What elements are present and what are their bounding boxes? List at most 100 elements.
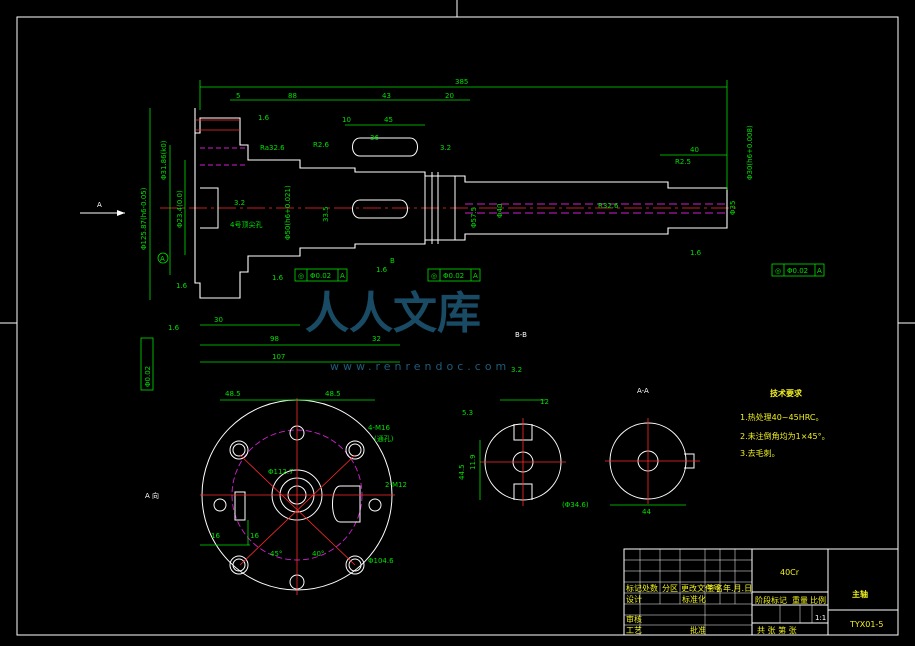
tb-label-date: 年.月.日 (723, 583, 752, 593)
tb-label-count: 处数 (642, 583, 658, 593)
a-pcd: Φ112.7 (268, 468, 294, 476)
svg-text:Φ0.02: Φ0.02 (144, 366, 152, 387)
tb-label-weight: 重量 (792, 595, 808, 605)
roughness-6: 3.2 (440, 144, 451, 152)
aa-title: A-A (637, 387, 649, 395)
tolerance-frame-2: ◎ Φ0.02 A (427, 268, 481, 282)
roughness-3: 1.6 (272, 274, 284, 282)
dia-right-small: Φ35 (729, 201, 737, 215)
main-view (80, 80, 740, 363)
tb-label-stage: 阶段标记 (755, 595, 787, 605)
svg-text:A: A (473, 272, 478, 280)
tb-sheet: 共 张 第 张 (757, 625, 797, 635)
radius-r29: R32.6 (598, 202, 619, 210)
bb-dim-width: 12 (540, 398, 549, 406)
svg-text:Φ0.02: Φ0.02 (787, 267, 808, 275)
tb-scale: 1:1 (815, 614, 826, 622)
tb-material: 40Cr (780, 568, 800, 577)
bb-dim-depth: 11.9 (469, 454, 477, 470)
dim-32: 32 (372, 335, 381, 343)
dia-mid: Φ57.5 (470, 207, 478, 228)
tb-label-change: 更改文件号 (681, 583, 721, 593)
watermark: 人人文库 www.renrendoc.com (305, 288, 510, 373)
dim-107: 107 (272, 353, 285, 361)
tech-title: 技术要求 (770, 388, 803, 398)
tb-label-approve: 批准 (690, 625, 706, 635)
roughness-8: 1.6 (176, 282, 188, 290)
dim-30: 30 (214, 316, 223, 324)
aa-dim-width: 44 (642, 508, 651, 516)
dim-88: 88 (288, 92, 297, 100)
a-angle-40: 40° (312, 550, 324, 558)
dia-shaft: Φ40 (496, 204, 504, 218)
tb-label-process: 工艺 (626, 626, 642, 635)
tb-label-review: 审核 (626, 614, 642, 624)
bb-dim-r: 3.2 (511, 366, 522, 374)
svg-text:Φ0.02: Φ0.02 (310, 272, 331, 280)
tb-part-name: 主轴 (852, 589, 868, 599)
tb-label-ratio: 比例 (810, 595, 826, 605)
bb-dim-h: 44.5 (458, 464, 466, 480)
bb-section-text: B-B 12 5.3 11.9 44.5 3.2 (Φ34.6) (458, 331, 589, 509)
bb-dim-b: 5.3 (462, 409, 473, 417)
watermark-url: www.renrendoc.com (330, 360, 510, 373)
a-thread-right: 2-M12 (385, 481, 407, 489)
a-dim-16b: 16 (250, 532, 259, 540)
title-block (623, 548, 899, 636)
svg-text:Φ0.02: Φ0.02 (443, 272, 464, 280)
bb-title: B-B (515, 331, 527, 339)
dia-left-outer: Φ125.87(h6-0.05) (140, 187, 148, 250)
dim-45: 45 (384, 116, 393, 124)
tech-item-2: 2.未注倒角均为1×45°。 (740, 431, 830, 441)
roughness-4: 1.6 (376, 266, 388, 274)
dim-total-385: 385 (455, 78, 468, 86)
main-view-text: A A 385 5 88 43 20 10 45 36 40 30 98 107… (97, 78, 754, 361)
dim-43: 43 (382, 92, 391, 100)
a-thread-top: 4-M16 (368, 424, 390, 432)
view-arrow-label: A (97, 201, 102, 209)
section-b-label: B (390, 257, 395, 265)
radius-r6: R2.6 (313, 141, 330, 149)
a-view (200, 398, 395, 595)
dim-40: 40 (690, 146, 699, 154)
aa-section (605, 418, 700, 506)
a-dim-16a: 16 (211, 532, 220, 540)
aa-section-text: A-A 44 (637, 387, 651, 516)
tb-label-mark: 标记 (626, 583, 642, 593)
tech-item-3: 3.去毛刺。 (740, 448, 780, 458)
a-view-title: A 向 (145, 491, 159, 500)
center-hole-note: 4号顶尖孔 (230, 220, 262, 229)
radius-left: Ra32.6 (260, 144, 285, 152)
title-block-text: 40Cr 主轴 TYX01-5 1:1 共 张 第 张 标记 处数 分区 更改文… (626, 568, 883, 635)
a-view-text: A 向 48.5 48.5 4-M16 (通孔) 2-M12 45° 40° 1… (145, 390, 407, 565)
a-angle-45: 45° (270, 550, 282, 558)
tolerance-frame-1: ◎ Φ0.02 A (294, 268, 348, 282)
a-outer: Φ104.6 (368, 557, 394, 565)
a-dim-left: 48.5 (225, 390, 241, 398)
tb-label-standard: 标准化 (682, 594, 706, 604)
dia-right-end: Φ30(h6+0.008) (746, 125, 754, 180)
tech-item-1: 1.热处理40~45HRC。 (740, 412, 823, 422)
svg-text:◎: ◎ (298, 272, 304, 280)
tolerance-frame-3: ◎ Φ0.02 A (771, 263, 825, 277)
svg-text:◎: ◎ (431, 272, 437, 280)
tolerance-frame-4: Φ0.02 (140, 337, 154, 391)
dim-10: 10 (342, 116, 351, 124)
bb-diameter: (Φ34.6) (562, 501, 589, 509)
dia-bearing: Φ50(h6+0.021) (284, 185, 292, 240)
a-thread-top-note: (通孔) (374, 434, 394, 443)
watermark-text: 人人文库 (305, 288, 481, 339)
svg-text:A: A (817, 267, 822, 275)
dim-5: 5 (236, 92, 240, 100)
roughness-1: 1.6 (258, 114, 270, 122)
dim-20: 20 (445, 92, 454, 100)
tb-label-design: 设计 (626, 594, 642, 604)
datum-label: A (160, 255, 165, 263)
roughness-7: 1.6 (168, 324, 180, 332)
dim-slot: 33.5 (322, 206, 330, 222)
dim-36: 36 (370, 134, 379, 142)
roughness-2: 3.2 (234, 199, 245, 207)
dia-left-inner: Φ23.4(0.0) (176, 190, 184, 228)
